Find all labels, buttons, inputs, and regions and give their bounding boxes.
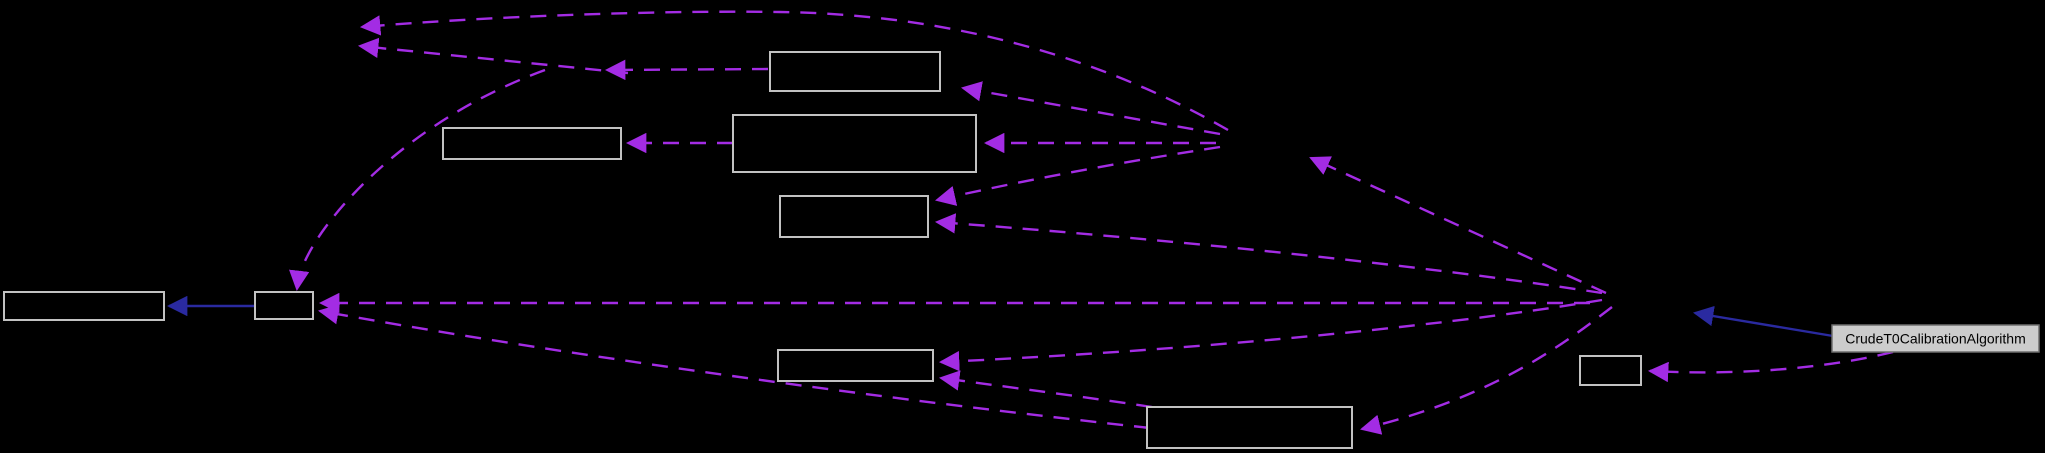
usage-edge-hub1-to-mid-lower	[935, 145, 1221, 206]
usage-edge-hub2-to-bottommid	[938, 298, 1603, 372]
class-node-box-small-left[interactable]	[254, 291, 314, 320]
class-node-box-bottom-mid[interactable]	[777, 349, 934, 382]
usage-edge-hub2-to-mid-lower	[934, 213, 1603, 295]
usage-edge-left-big-curve	[289, 68, 546, 292]
class-node-box-far-left[interactable]	[3, 291, 165, 321]
class-node-box-top[interactable]	[769, 51, 941, 92]
usage-edge-label-to-smallright	[1647, 350, 1894, 383]
usage-edge-top-long-curve	[359, 10, 1229, 132]
class-node-box-mid-left[interactable]	[442, 127, 622, 160]
usage-edge-boxtop-to-left	[604, 59, 769, 81]
label-node-text: CrudeT0CalibrationAlgorithm	[1845, 331, 2026, 347]
usage-edge-lower-to-small-left	[317, 304, 1151, 430]
crude-t0-calibration-algorithm-node[interactable]: CrudeT0CalibrationAlgorithm	[1831, 324, 2040, 353]
class-node-box-bottom-right[interactable]	[1146, 406, 1353, 449]
class-node-box-mid-lower[interactable]	[779, 195, 929, 238]
usage-edge-hub1-to-box-top	[960, 81, 1221, 136]
usage-edge-hub2-to-bottomright	[1360, 306, 1613, 435]
class-node-box-small-right[interactable]	[1579, 355, 1642, 386]
usage-edge-hub2-to-hub1	[1309, 156, 1607, 295]
inheritance-edge-label-node	[1692, 305, 1834, 338]
usage-edge-diag-to-far-left	[357, 37, 629, 75]
label-node-background	[1831, 324, 2040, 353]
class-node-box-mid-large[interactable]	[732, 114, 977, 173]
usage-edge-botright-to-botmid	[938, 370, 1153, 409]
